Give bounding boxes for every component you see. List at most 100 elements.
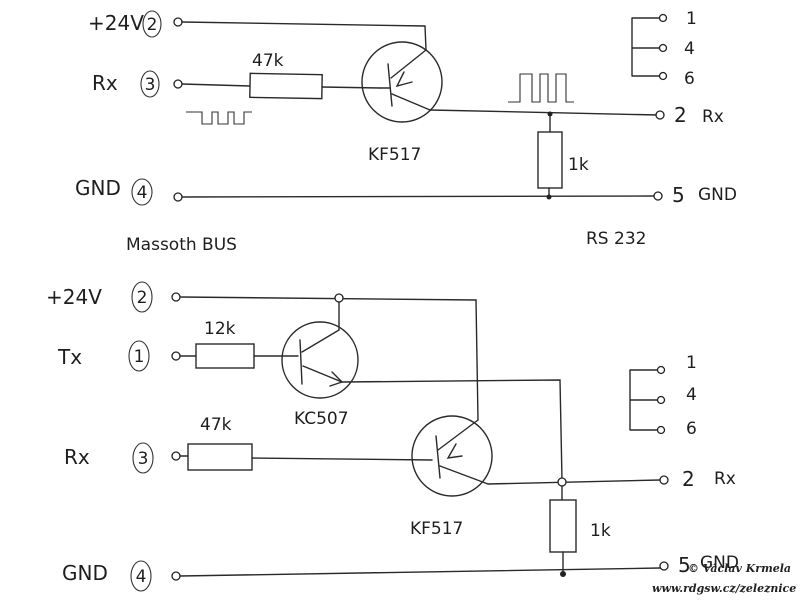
top-wire-collector [429, 109, 659, 116]
bottom-pin-number-2: 2 [137, 288, 148, 308]
bottom-right-label-rx: Rx [714, 469, 736, 489]
credit-author: © Václav Krmela [688, 562, 791, 575]
bottom-terminal-out-rx [659, 475, 669, 485]
bottom-right-pin-5: 5 [678, 553, 691, 577]
bottom-transistor-kf517 [411, 415, 493, 497]
top-label-rx: Rx [92, 71, 118, 95]
bottom-right-label-gnd: GND [700, 553, 739, 573]
bottom-connector-bridge [629, 369, 659, 431]
bottom-junction-24v [334, 293, 344, 303]
top-label-gnd: GND [75, 176, 121, 200]
bottom-junction-rx [557, 477, 567, 487]
top-right-pin-5: 5 [672, 183, 685, 207]
top-label-24v: +24V [88, 11, 144, 35]
bottom-transistor-kc507-label: KC507 [294, 409, 349, 429]
bottom-connector-pin-1: 1 [686, 353, 697, 373]
top-connector-bridge [631, 17, 661, 77]
top-terminal-24v [173, 17, 183, 27]
bottom-resistor-1k-label: 1k [590, 521, 611, 541]
top-right-pin-2: 2 [674, 103, 687, 127]
bottom-label-tx: Tx [57, 345, 82, 369]
bottom-terminal-rx [171, 451, 181, 461]
bottom-resistor-47k [187, 443, 253, 471]
bottom-label-gnd: GND [62, 561, 108, 585]
top-right-label-gnd: GND [698, 185, 737, 205]
bottom-connector-dot-4 [656, 395, 666, 405]
top-resistor-1k-label: 1k [568, 155, 589, 175]
bottom-kf517-collector [437, 419, 479, 451]
bottom-pin-number-1: 1 [134, 347, 145, 367]
bottom-pin-circle-2 [131, 281, 153, 313]
bottom-pin-circle-1 [128, 340, 150, 372]
bottom-circuit: +24V Tx Rx GND 2 1 3 4 12k KC507 [46, 281, 739, 592]
bottom-junction-gnd [560, 571, 566, 577]
top-connector-pin-4: 4 [684, 39, 695, 59]
bottom-kc507-base [299, 339, 303, 385]
top-waveform-out [508, 73, 574, 103]
top-transistor-emitter [391, 93, 431, 111]
bottom-kc507-emitter [302, 365, 343, 383]
top-transistor-label: KF517 [368, 145, 421, 165]
rs232-label: RS 232 [586, 229, 646, 249]
top-junction-gnd [546, 194, 552, 200]
bottom-resistor-47k-label: 47k [200, 415, 232, 435]
bottom-pin-circle-4 [130, 560, 152, 592]
top-resistor-47k [249, 72, 323, 100]
bottom-kf517-arrow [446, 443, 463, 459]
bottom-terminal-tx [171, 351, 181, 361]
top-pin-circle-4 [131, 178, 153, 206]
top-wire-base [321, 86, 381, 89]
bottom-transistor-kf517-label: KF517 [410, 519, 463, 539]
bottom-wire-out-rx [487, 479, 661, 485]
bottom-wire-kc507-emitter [341, 379, 563, 481]
bottom-resistor-1k [549, 499, 577, 553]
bottom-connector-pin-4: 4 [686, 385, 697, 405]
top-transistor-arrow [395, 71, 413, 88]
bottom-terminal-out-gnd [659, 561, 669, 571]
bottom-wire-24v [179, 296, 477, 301]
top-junction-rx [547, 111, 553, 117]
top-terminal-out-gnd [653, 191, 663, 201]
top-resistor-47k-label: 47k [252, 51, 284, 71]
bottom-terminal-24v [171, 292, 181, 302]
top-connector-pin-1: 1 [686, 9, 697, 29]
top-terminal-gnd [173, 192, 183, 202]
bottom-right-pin-2: 2 [682, 467, 695, 491]
bottom-kf517-base [435, 435, 441, 479]
top-pin-number-3: 3 [145, 75, 156, 95]
bottom-transistor-kc507 [281, 321, 359, 399]
bottom-resistor-12k-label: 12k [204, 319, 236, 339]
top-transistor-base [387, 63, 393, 107]
top-waveform-in [186, 111, 252, 125]
bottom-kc507-collector [301, 329, 340, 353]
bottom-connector-dot-6 [656, 425, 666, 435]
bottom-wire-gnd [179, 567, 661, 577]
bottom-connector-pin-6: 6 [686, 419, 697, 439]
top-resistor-1k [537, 131, 563, 189]
top-connector-dot-1 [658, 13, 668, 23]
top-connector-dot-4 [658, 43, 668, 53]
top-transistor-collector [390, 49, 427, 79]
top-terminal-rx [173, 79, 183, 89]
bottom-connector-dot-1 [656, 365, 666, 375]
top-pin-number-2: 2 [147, 15, 158, 35]
bottom-pin-circle-3 [132, 442, 154, 474]
top-wire-rx-in [181, 83, 251, 87]
bottom-wire-kf517-collector [475, 299, 479, 421]
top-wire-gnd [181, 195, 656, 198]
top-connector-dot-6 [658, 71, 668, 81]
top-transistor [361, 41, 443, 123]
top-pin-number-4: 4 [137, 183, 148, 203]
bottom-pin-number-3: 3 [138, 449, 149, 469]
credit-url: www.rdgsw.cz/zeleznice [652, 582, 796, 595]
bottom-resistor-12k [195, 343, 255, 369]
bottom-label-24v: +24V [46, 285, 102, 309]
bottom-label-rx: Rx [64, 445, 90, 469]
top-pin-circle-2 [142, 10, 162, 38]
top-wire-24v [181, 21, 427, 51]
top-circuit: +24V Rx GND 2 3 4 47k KF517 [75, 9, 737, 255]
top-connector-pin-6: 6 [684, 69, 695, 89]
bottom-kf517-emitter [439, 465, 489, 485]
top-right-label-rx: Rx [702, 107, 724, 127]
